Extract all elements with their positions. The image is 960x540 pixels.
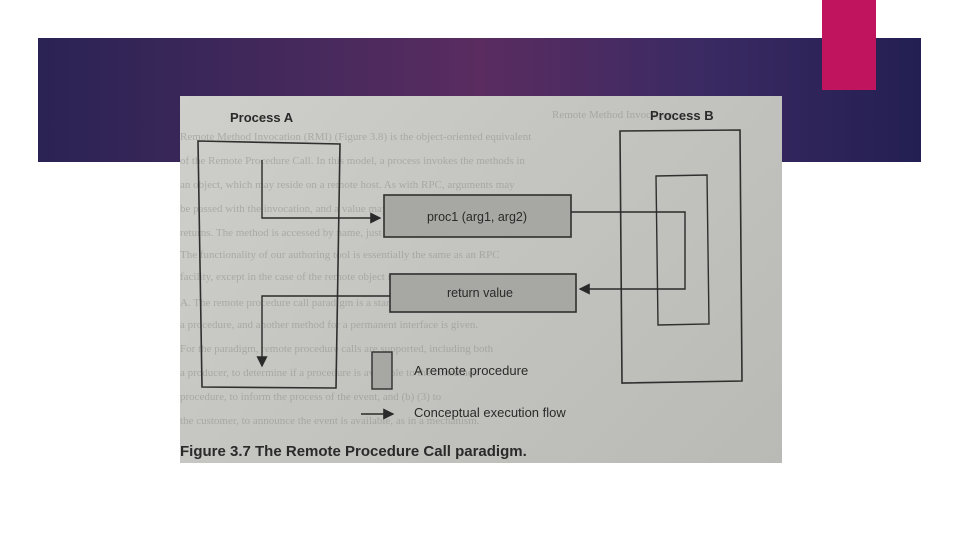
- execution-flow-line: [261, 160, 382, 224]
- legend-remote-label: A remote procedure: [414, 363, 528, 378]
- figure-caption: Figure 3.7 The Remote Procedure Call par…: [180, 443, 527, 460]
- call-box-label: proc1 (arg1, arg2): [427, 210, 527, 224]
- process-a-box: [197, 140, 341, 389]
- process-b-inner-box: [655, 174, 710, 326]
- process-b-outer-box: [619, 129, 743, 384]
- bleed-line: procedure, to inform the process of the …: [180, 391, 442, 403]
- execution-flow-line: [571, 211, 686, 295]
- legend-flow-label: Conceptual execution flow: [414, 405, 566, 420]
- bleed-line: The functionality of our authoring tool …: [180, 249, 500, 261]
- bleed-line: Remote Method Invocation (RMI) (Figure 3…: [180, 131, 531, 143]
- accent-bar: [822, 0, 876, 90]
- process-a-label: Process A: [230, 110, 294, 125]
- bleed-line: Remote Method Invocation: [552, 109, 673, 121]
- bleed-line: an object, which may reside on a remote …: [180, 179, 515, 191]
- legend-remote-swatch: [371, 351, 393, 390]
- bleed-line: the customer, to announce the event is a…: [180, 415, 480, 427]
- bleed-through-text: Remote Method Invocation Remote Method I…: [180, 109, 673, 427]
- return-box-label: return value: [447, 286, 513, 300]
- bleed-line: a procedure, and another method for a pe…: [180, 319, 478, 331]
- rpc-diagram: Remote Method Invocation Remote Method I…: [180, 108, 743, 460]
- call-box: [383, 194, 572, 238]
- execution-flow-line: [256, 295, 390, 368]
- bleed-line: returns. The method is accessed by name,…: [180, 227, 431, 239]
- figure-photo: Remote Method Invocation Remote Method I…: [180, 96, 782, 463]
- bleed-line: of the Remote Procedure Call. In this mo…: [180, 155, 525, 167]
- bleed-line: a producer, to determine if a procedure …: [180, 367, 479, 379]
- process-b-label: Process B: [650, 108, 714, 123]
- return-box: [389, 273, 577, 313]
